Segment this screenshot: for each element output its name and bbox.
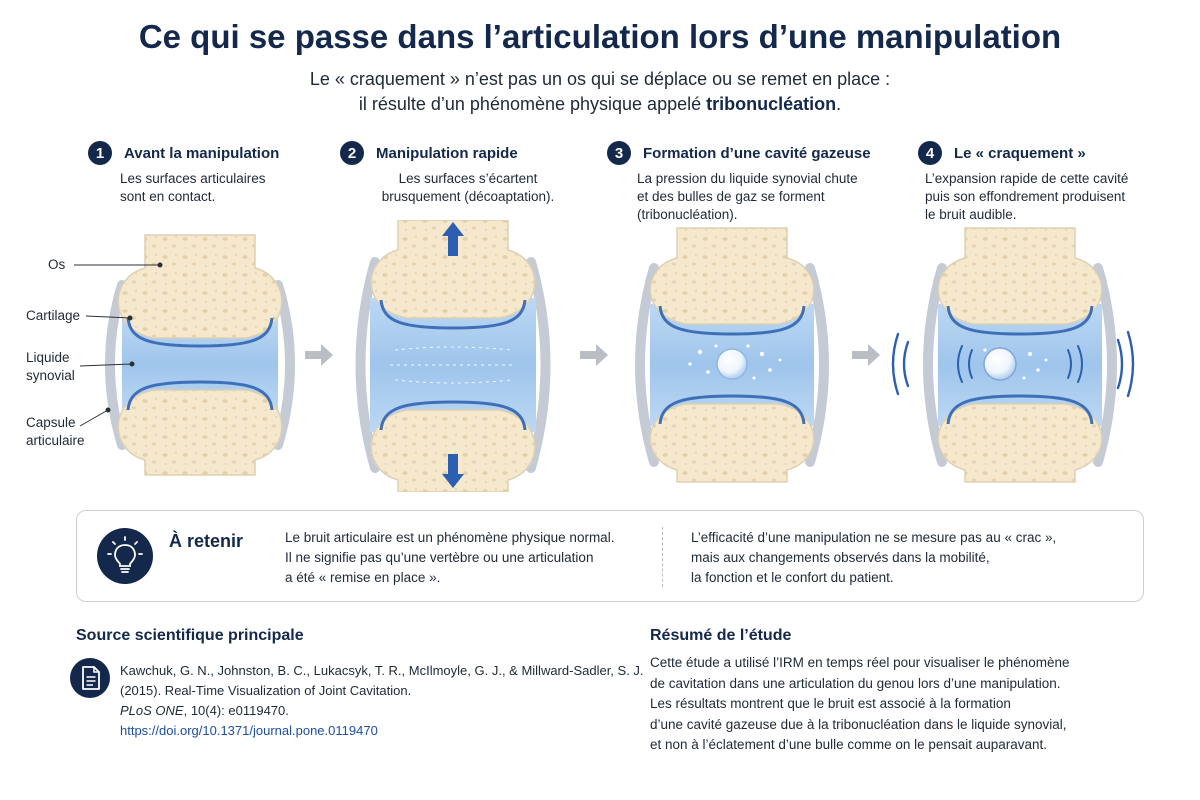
- page-title: Ce qui se passe dans l’articulation lors…: [138, 18, 1062, 55]
- document-badge: [70, 658, 110, 698]
- step-1-header: 1 Avant la manipulation: [88, 140, 279, 166]
- label-os: Os: [48, 257, 66, 272]
- arrow-down-icon: [442, 454, 464, 488]
- ref-authors: Kawchuk, G. N., Johnston, B. C., Lukacsy…: [120, 663, 644, 678]
- step-3-title: Formation d’une cavité gazeuse: [643, 144, 871, 162]
- joint-2-flow-lines: [390, 346, 516, 384]
- joint-4-lower-bone: [937, 403, 1103, 483]
- step-3-badge: 3: [607, 141, 631, 165]
- joint-3-lower-bone: [649, 403, 815, 483]
- label-leaders: [74, 262, 163, 427]
- document-icon: [82, 666, 100, 690]
- joint-2-capsule-left: [355, 257, 380, 473]
- joint-4-gas-bubbles: [983, 348, 1048, 380]
- joint-3-upper-bone: [649, 227, 815, 325]
- joint-3: [635, 227, 829, 483]
- summary-line: de cavitation dans une articulation du g…: [650, 675, 1061, 691]
- retain-box: À retenir Le bruit articulaire est un ph…: [76, 510, 1144, 602]
- page-subtitle: Le « craquement » n’est pas un os qui se…: [0, 67, 1200, 117]
- joint-2: [355, 220, 551, 492]
- ref-volume: , 10(4): e0119470.: [183, 703, 289, 718]
- ref-journal-line: PLoS ONE, 10(4): e0119470.: [120, 701, 289, 721]
- step-4-badge: 4: [918, 141, 942, 165]
- ref-journal: PLoS ONE: [120, 703, 184, 718]
- summary-line: d’une cavité gazeuse due à la tribonuclé…: [650, 716, 1067, 732]
- joint-1: [105, 234, 295, 476]
- summary-line: et non à l’éclatement d’une bulle comme …: [650, 737, 1048, 752]
- step-2-badge: 2: [340, 141, 364, 165]
- joint-3-lower-cartilage: [658, 394, 806, 425]
- joint-4: [891, 227, 1135, 483]
- arrow-right-icon: [305, 344, 333, 366]
- joint-4-upper-bone: [937, 227, 1103, 325]
- step-2-title: Manipulation rapide: [376, 144, 518, 162]
- joint-2-upper-bone: [370, 220, 536, 319]
- joint-4-synovial-fluid: [938, 304, 1102, 426]
- subtitle-term: tribonucléation: [706, 94, 837, 114]
- retain-right-text: L’efficacité d’une manipulation ne se me…: [691, 530, 1057, 585]
- joint-4-lower-cartilage: [946, 394, 1094, 425]
- joint-2-capsule-right: [526, 257, 551, 473]
- joint-1-upper-cartilage: [126, 317, 274, 348]
- step-3-header: 3 Formation d’une cavité gazeuse: [607, 140, 871, 166]
- summary-line: Cette étude a utilisé l’IRM en temps rée…: [650, 655, 1070, 670]
- joint-4-gas-cavity: [983, 347, 1017, 381]
- joint-1-upper-bone: [117, 234, 283, 339]
- sound-wave-icon: [891, 330, 1135, 398]
- label-cartilage: Cartilage: [26, 308, 81, 323]
- subtitle-line-2: il résulte d’un phénomène physique appel…: [358, 94, 842, 114]
- joint-2-upper-cartilage: [379, 299, 527, 330]
- retain-left-text: Le bruit articulaire est un phénomène ph…: [285, 530, 615, 585]
- source-title: Source scientifique principale: [76, 627, 304, 644]
- step-2-header: 2 Manipulation rapide: [340, 140, 518, 166]
- step-4-title: Le « craquement »: [954, 144, 1086, 162]
- joint-1-synovial-fluid: [122, 315, 278, 413]
- joint-2-lower-bone: [370, 409, 536, 492]
- ref-year-title: (2015). Real-Time Visualization of Joint…: [120, 683, 412, 698]
- doi-link[interactable]: https://doi.org/10.1371/journal.pone.011…: [120, 723, 378, 738]
- joint-3-gas-cavity: [716, 348, 748, 380]
- subtitle-line-1: Le « craquement » n’est pas un os qui se…: [309, 69, 891, 89]
- joint-3-upper-cartilage: [658, 305, 806, 336]
- summary-title: Résumé de l’étude: [650, 627, 792, 644]
- arrow-right-icon: [580, 344, 608, 366]
- joint-1-capsule-right: [273, 280, 295, 450]
- arrow-right-icon: [852, 344, 880, 366]
- joint-3-capsule-right: [805, 263, 829, 467]
- arrow-up-icon: [442, 222, 464, 256]
- joint-4-inner-waves: [957, 345, 1083, 383]
- summary-line: Les résultats montrent que le bruit est …: [650, 696, 1011, 711]
- joint-1-lower-bone: [117, 389, 283, 476]
- step-4-header: 4 Le « craquement »: [918, 140, 1086, 166]
- retain-divider: [662, 527, 663, 587]
- joint-4-capsule-right: [1093, 263, 1117, 467]
- lightbulb-badge: [97, 528, 153, 584]
- step-1-badge: 1: [88, 141, 112, 165]
- joint-4-capsule-left: [923, 263, 947, 467]
- retain-title: À retenir: [169, 531, 244, 551]
- joint-diagram: [74, 220, 1135, 492]
- lightbulb-icon: [107, 536, 143, 573]
- ref-doi-line: https://doi.org/10.1371/journal.pone.011…: [120, 721, 378, 741]
- step-1-title: Avant la manipulation: [124, 144, 280, 162]
- joint-2-lower-cartilage: [379, 400, 527, 431]
- joint-4-upper-cartilage: [946, 305, 1094, 336]
- joint-3-gas-bubbles: [688, 344, 782, 380]
- joint-3-capsule-left: [635, 263, 659, 467]
- joint-1-lower-cartilage: [126, 380, 274, 411]
